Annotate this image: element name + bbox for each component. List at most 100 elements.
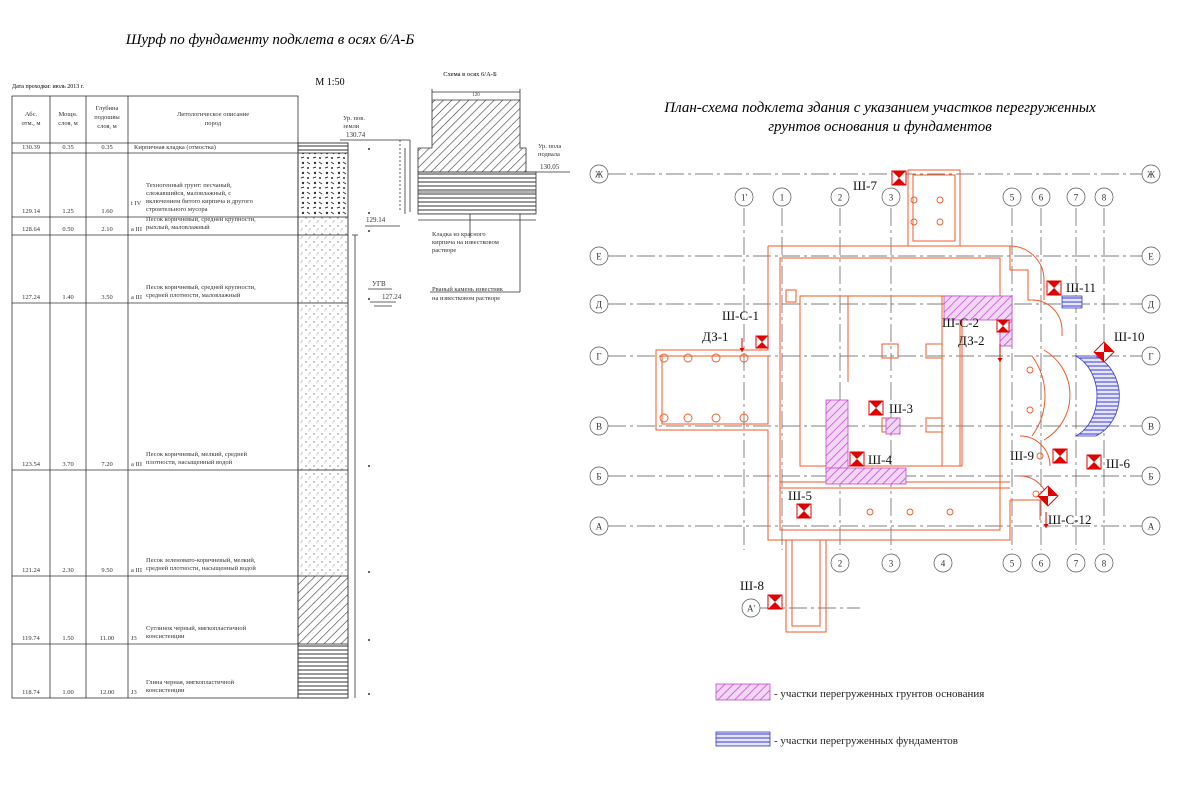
pit-label: Ш-С-2 [942, 315, 979, 330]
layer-thickness: 0.35 [62, 144, 73, 151]
layer-depth: 1.60 [101, 208, 112, 215]
header-thick: слоя, м [58, 120, 78, 127]
pit-label: Ш-С-12 [1048, 512, 1091, 527]
axis-label-left: А [596, 522, 603, 532]
header-thick: Мощн. [59, 111, 78, 118]
foundation-section [340, 89, 570, 293]
base-level-value: 129.14 [366, 216, 386, 224]
layer-abs: 129.14 [22, 208, 41, 215]
svg-text:120: 120 [472, 93, 480, 98]
depth-tick [368, 639, 370, 641]
ground-level-label-1: Ур. пов. [343, 115, 365, 122]
pit-label: Ш-11 [1066, 280, 1096, 295]
layer-thickness: 1.40 [62, 294, 73, 301]
layer-description: Кирпичная кладка (отмостка) [134, 144, 216, 151]
layer-description: Песок коричневый, мелкий, средней [146, 451, 247, 458]
layer-description: средней плотности, насыщенный водой [146, 565, 256, 572]
header-desc: пород [205, 120, 222, 127]
layer-thickness: 2.30 [62, 567, 73, 574]
pit-label: Ш-5 [788, 488, 812, 503]
layer-index: J3 [131, 689, 137, 696]
pit-marker-icon [868, 400, 884, 416]
layer-depth: 12.00 [100, 689, 115, 696]
axis-label-extra: А' [747, 604, 755, 614]
axis-label-right: Д [1148, 300, 1154, 310]
scheme-label: Схема в осях 6/А-Б [443, 71, 497, 78]
left-title: Шурф по фундаменту подклета в осях 6/А-Б [125, 32, 415, 48]
pit-label: Ш-9 [1010, 448, 1034, 463]
layer-description: средней плотности, маловлажный [146, 292, 241, 299]
pit-label: Ш-С-1 [722, 308, 759, 323]
axis-label-right: Г [1148, 352, 1153, 362]
axis-label-bottom: 4 [941, 559, 946, 569]
layer-description: Суглинок черный, мягкопластичной [146, 625, 247, 632]
layer-index: a III [131, 567, 142, 574]
axis-label-top: 2 [838, 193, 843, 203]
layer-depth: 7.20 [101, 461, 112, 468]
rubble-note-2: на известковом растворе [432, 295, 500, 302]
pit-marker-icon [796, 503, 812, 519]
header-depth: слоя, м [97, 123, 117, 130]
pit-marker-icon [767, 594, 783, 610]
axis-label-right: Б [1148, 472, 1153, 482]
plan-columns [659, 196, 1044, 516]
right-title-line-2: грунтов основания и фундаментов [768, 119, 992, 135]
pit-marker-icon [849, 451, 865, 467]
ground-level-label-2: земли [343, 123, 360, 130]
layer-description: плотности, насыщенный водой [146, 459, 233, 466]
legend-foundation-label: - участки перегруженных фундаментов [774, 735, 958, 747]
pit-marker-icon [1052, 448, 1068, 464]
masonry-note-1: Кладка из красного [432, 231, 486, 238]
pit-label: ДЗ-2 [958, 333, 985, 348]
ground-level-value: 130.74 [346, 131, 366, 139]
layer-abs: 118.74 [22, 689, 40, 696]
axis-label-left: Д [596, 300, 602, 310]
layer-thickness: 0.50 [62, 226, 73, 233]
header-depth: подошвы [94, 114, 120, 121]
axis-label-top: 1 [780, 193, 785, 203]
layer-depth: 0.35 [101, 144, 112, 151]
layer-abs: 119.74 [22, 635, 40, 642]
layer-index: a III [131, 226, 142, 233]
depth-tick [368, 212, 370, 214]
layer-thickness: 1.25 [62, 208, 73, 215]
ugv-label: УГВ [372, 280, 386, 288]
depth-tick [368, 230, 370, 232]
pit-label: Ш-10 [1114, 329, 1144, 344]
axis-label-left: Е [596, 252, 602, 262]
axis-label-right: В [1148, 422, 1154, 432]
date-note: Дата проходки: июль 2013 г. [12, 84, 85, 90]
layer-description: рыхлый, маловлажный [146, 224, 210, 231]
overloaded-soil-zones [825, 295, 1013, 485]
depth-tick [368, 571, 370, 573]
pit-label: Ш-4 [868, 452, 892, 467]
right-title-line-1: План-схема подклета здания с указанием у… [663, 100, 1096, 116]
pit-label: Ш-3 [889, 401, 913, 416]
floor-level-label-2: подвала [538, 151, 560, 158]
axis-label-left: Ж [595, 170, 604, 180]
axis-label-left: Г [596, 352, 601, 362]
header-desc: Литологическое описание [177, 111, 249, 118]
axis-label-bottom: 3 [889, 559, 894, 569]
layer-thickness: 1.00 [62, 689, 73, 696]
layer-depth: 11.00 [100, 635, 114, 642]
overloaded-foundation-zones [1061, 295, 1120, 437]
layer-index: a III [131, 294, 142, 301]
legend-soil-label: - участки перегруженных грунтов основани… [774, 688, 984, 700]
masonry-note-2: кирпича на известковом [432, 239, 499, 246]
layer-abs: 130.39 [22, 144, 40, 151]
layer-description: консистенции [146, 687, 185, 694]
layer-depth: 2.10 [101, 226, 112, 233]
depth-tick [368, 693, 370, 695]
axis-label-bottom: 2 [838, 559, 843, 569]
layer-index: J3 [131, 635, 137, 642]
axis-label-right: Ж [1147, 170, 1156, 180]
layer-description: строительного мусора [146, 206, 208, 213]
depth-scale-ticks [368, 148, 370, 695]
pit-marker-icon [891, 170, 907, 186]
floor-level-value: 130.05 [540, 163, 560, 171]
axis-label-left: В [596, 422, 602, 432]
layer-description: Песок зеленовато-коричневый, мелкий, [146, 557, 256, 564]
axis-label-top: 7 [1074, 193, 1079, 203]
